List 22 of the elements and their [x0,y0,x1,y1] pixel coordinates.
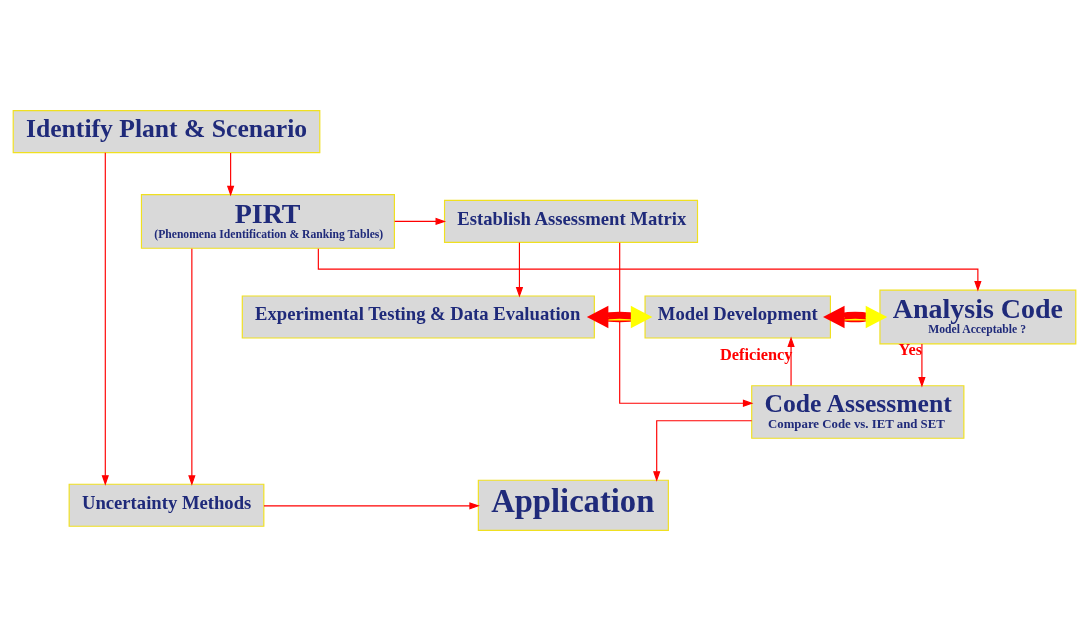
node-box: Identify Plant & Scenario [12,110,321,154]
arrow [101,152,109,486]
arrow [787,336,795,387]
arrow [586,305,653,329]
node-box: Uncertainty Methods [68,483,265,527]
node-box: Code Assessment Compare Code vs. IET and SET [751,385,965,439]
arrow [619,242,754,407]
arrow [653,420,753,482]
arrow [317,248,982,292]
node-box: Model Development [644,295,831,339]
arrow [918,343,926,388]
node-box: Experimental Testing & Data Evaluation [241,295,595,339]
arrow [263,502,480,510]
arrow [188,248,196,486]
node-box: PIRT (Phenomena Identification & Ranking Tables) [140,194,395,249]
arrow [226,152,235,197]
arrow [394,217,447,226]
node-box: Application [477,479,669,531]
node-box: Analysis Code Model Acceptable ? [879,289,1077,345]
node-box: Establish Assessment Matrix [443,199,699,243]
arrow [515,242,524,298]
arrow [823,305,888,329]
